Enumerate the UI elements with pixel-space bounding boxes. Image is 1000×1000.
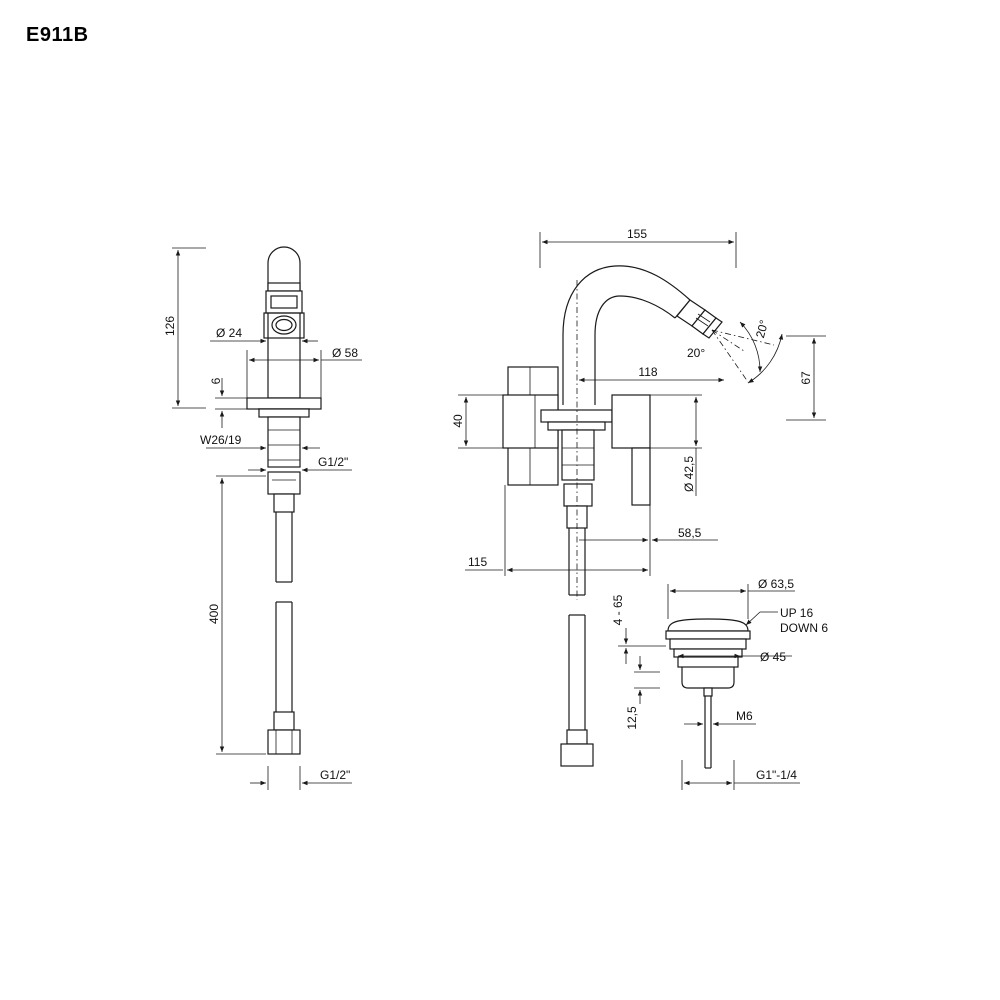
- dim-stroke-callout: UP 16 DOWN 6: [745, 606, 828, 635]
- dim-label-angle-upper: 20°: [753, 318, 771, 339]
- dim-label-126: 126: [163, 316, 177, 336]
- dim-side-height: 126: [163, 247, 206, 409]
- dim-label-g12-top: G1/2": [318, 455, 348, 469]
- dim-outlet-height: 67: [786, 335, 826, 421]
- dim-body-height: 40: [451, 394, 503, 449]
- product-code-title: E911B: [26, 24, 89, 46]
- dim-label-up-16: UP 16: [780, 606, 813, 620]
- dim-inlet-thread-bottom: G1/2": [250, 766, 352, 790]
- side-view: 126 Ø 24 Ø 58 6: [163, 246, 362, 790]
- dim-label-d63-5: Ø 63,5: [758, 577, 794, 591]
- dim-label-d42-5: Ø 42,5: [682, 456, 696, 492]
- side-base: [246, 397, 322, 468]
- side-hose-lower: [267, 601, 301, 755]
- dim-label-d45: Ø 45: [760, 650, 786, 664]
- dim-label-down-6: DOWN 6: [780, 621, 828, 635]
- dim-label-d58: Ø 58: [332, 346, 358, 360]
- dim-spout-reach-total: 155: [539, 227, 737, 268]
- dim-lever-depth: 115: [465, 485, 651, 576]
- dim-label-angle-lower: 20°: [687, 346, 705, 360]
- dim-adjust-range: 4 - 65: [611, 594, 666, 664]
- dim-label-m6: M6: [736, 709, 753, 723]
- dim-thread-shank: W26/19: [200, 430, 320, 452]
- dim-cap-diameter: Ø 63,5: [667, 577, 795, 619]
- front-view: 20° 20°: [451, 227, 826, 767]
- dim-label-d24: Ø 24: [216, 326, 242, 340]
- dim-handle-diameter: Ø 42,5: [650, 394, 702, 496]
- dim-label-40: 40: [451, 414, 465, 428]
- dim-label-400: 400: [207, 604, 221, 624]
- dim-base-thickness: 6: [209, 377, 247, 428]
- dim-label-4-65: 4 - 65: [611, 594, 625, 625]
- side-hose-upper: [267, 471, 301, 583]
- front-spout: 20° 20°: [562, 265, 784, 405]
- dim-handle-offset: 58,5: [579, 505, 718, 546]
- dim-body-offset: 12,5: [625, 656, 660, 730]
- dim-tail-thread: G1"-1/4: [681, 760, 800, 790]
- dim-label-67: 67: [799, 371, 813, 385]
- dim-label-12-5: 12,5: [625, 706, 639, 730]
- dim-spout-diameter: Ø 24: [210, 326, 318, 346]
- side-spout: [263, 246, 305, 399]
- dim-label-115: 115: [468, 555, 487, 569]
- front-base: [540, 280, 613, 767]
- dim-base-diameter: Ø 58: [246, 346, 362, 398]
- waste-view: Ø 63,5 UP 16 DOWN 6 4 - 65 Ø 45: [611, 577, 828, 790]
- dim-hose-length: 400: [207, 475, 266, 755]
- dim-inlet-thread-top: G1/2": [248, 455, 352, 473]
- dim-spout-reach: 118: [579, 365, 724, 383]
- dim-label-g12-bottom: G1/2": [320, 768, 350, 782]
- dim-label-118: 118: [638, 365, 657, 379]
- dim-rod-thread: M6: [684, 709, 756, 727]
- dim-label-w26-19: W26/19: [200, 433, 242, 447]
- front-lever-handle: [611, 394, 651, 506]
- dim-label-155: 155: [627, 227, 647, 241]
- dim-flange-diameter: Ø 45: [678, 650, 792, 664]
- dim-label-g1-1-4: G1"-1/4: [756, 768, 797, 782]
- dim-label-6: 6: [209, 377, 223, 384]
- waste-body: [665, 618, 751, 769]
- dim-label-58-5: 58,5: [678, 526, 702, 540]
